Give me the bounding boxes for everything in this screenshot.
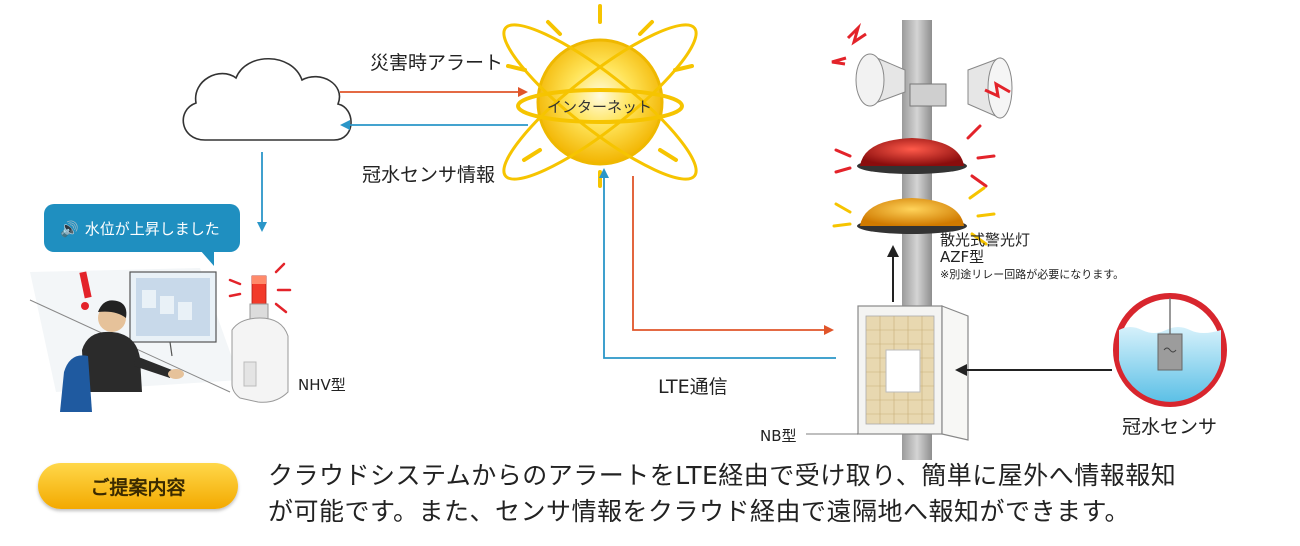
red-warning-lamp bbox=[834, 124, 996, 188]
amber-warning-lamp bbox=[832, 186, 996, 246]
speech-bubble-tail bbox=[200, 250, 214, 266]
azf-title: 散光式警光灯 bbox=[940, 231, 1031, 249]
siren-speakers bbox=[831, 22, 1013, 119]
azf-note: ※別途リレー回路が必要になります。 bbox=[940, 268, 1125, 281]
sensor-info-label: 冠水センサ情報 bbox=[362, 164, 496, 186]
alert-label: 災害時アラート bbox=[370, 52, 504, 74]
internet-label: インターネット bbox=[547, 98, 653, 116]
nhv-stack-light-icon bbox=[228, 262, 292, 403]
azf-model: AZF型 bbox=[940, 248, 985, 266]
lte-label: LTE通信 bbox=[658, 376, 728, 398]
nb-cabinet-icon bbox=[857, 305, 969, 441]
speech-bubble-content: 🔊 水位が上昇しました bbox=[60, 218, 220, 239]
proposal-text-line-2: が可能です。また、センサ情報をクラウド経由で遠隔地へ報知ができます。 bbox=[268, 497, 1131, 526]
speech-bubble bbox=[44, 204, 240, 252]
nb-to-internet-arrow bbox=[599, 168, 836, 359]
speaker-icon: 🔊 bbox=[60, 220, 79, 238]
internet-sun-icon bbox=[502, 4, 698, 188]
internet-to-nb-arrow bbox=[632, 176, 834, 335]
proposal-text-line-1: クラウドシステムからのアラートをLTE経由で受け取り、簡単に屋外へ情報報知 bbox=[268, 461, 1177, 490]
nhv-label: NHV型 bbox=[298, 376, 346, 394]
cloud-icon bbox=[182, 58, 352, 141]
speech-bubble-text: 水位が上昇しました bbox=[84, 220, 220, 238]
flood-sensor-icon bbox=[1113, 293, 1227, 407]
nb-label: NB型 bbox=[760, 427, 797, 445]
flood-sensor-label: 冠水センサ bbox=[1122, 416, 1218, 438]
proposal-badge: ご提案内容 bbox=[38, 463, 238, 509]
office-worker-scene bbox=[29, 268, 240, 412]
